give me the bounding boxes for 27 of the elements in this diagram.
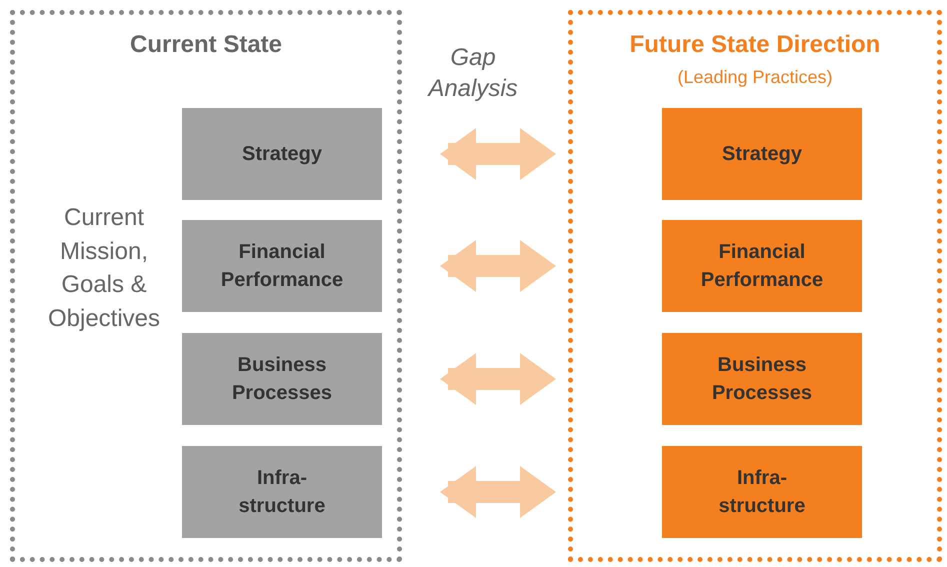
box-label: Strategy xyxy=(720,142,804,167)
frame-title: Current State xyxy=(128,31,284,60)
box-label: Infra-structure xyxy=(238,466,326,519)
category-box xyxy=(662,220,862,312)
box-label: Business Processes xyxy=(230,353,334,406)
double-arrow xyxy=(440,128,556,180)
box-label: Financial Performance xyxy=(700,240,824,293)
double-arrow xyxy=(440,466,556,518)
box-label: Financial Performance xyxy=(220,240,344,293)
frame-subtitle: (Leading Practices) xyxy=(676,67,834,89)
box-label: Business Processes xyxy=(710,353,814,406)
category-box xyxy=(662,108,862,200)
category-box xyxy=(182,108,382,200)
category-box xyxy=(662,333,862,425)
double-arrow xyxy=(440,240,556,292)
box-label: Infra-structure xyxy=(718,466,806,519)
double-arrow xyxy=(440,353,556,405)
dotted-frame xyxy=(568,10,942,562)
box-label: Strategy xyxy=(240,142,324,167)
category-box xyxy=(662,446,862,538)
category-box xyxy=(182,333,382,425)
frame-title: Future State Direction xyxy=(628,31,882,60)
category-box xyxy=(182,220,382,312)
dotted-frame xyxy=(10,10,402,562)
category-box xyxy=(182,446,382,538)
gap-label: Gap Analysis xyxy=(426,43,519,104)
mission-text: Current Mission, Goals & Objectives xyxy=(46,203,162,334)
